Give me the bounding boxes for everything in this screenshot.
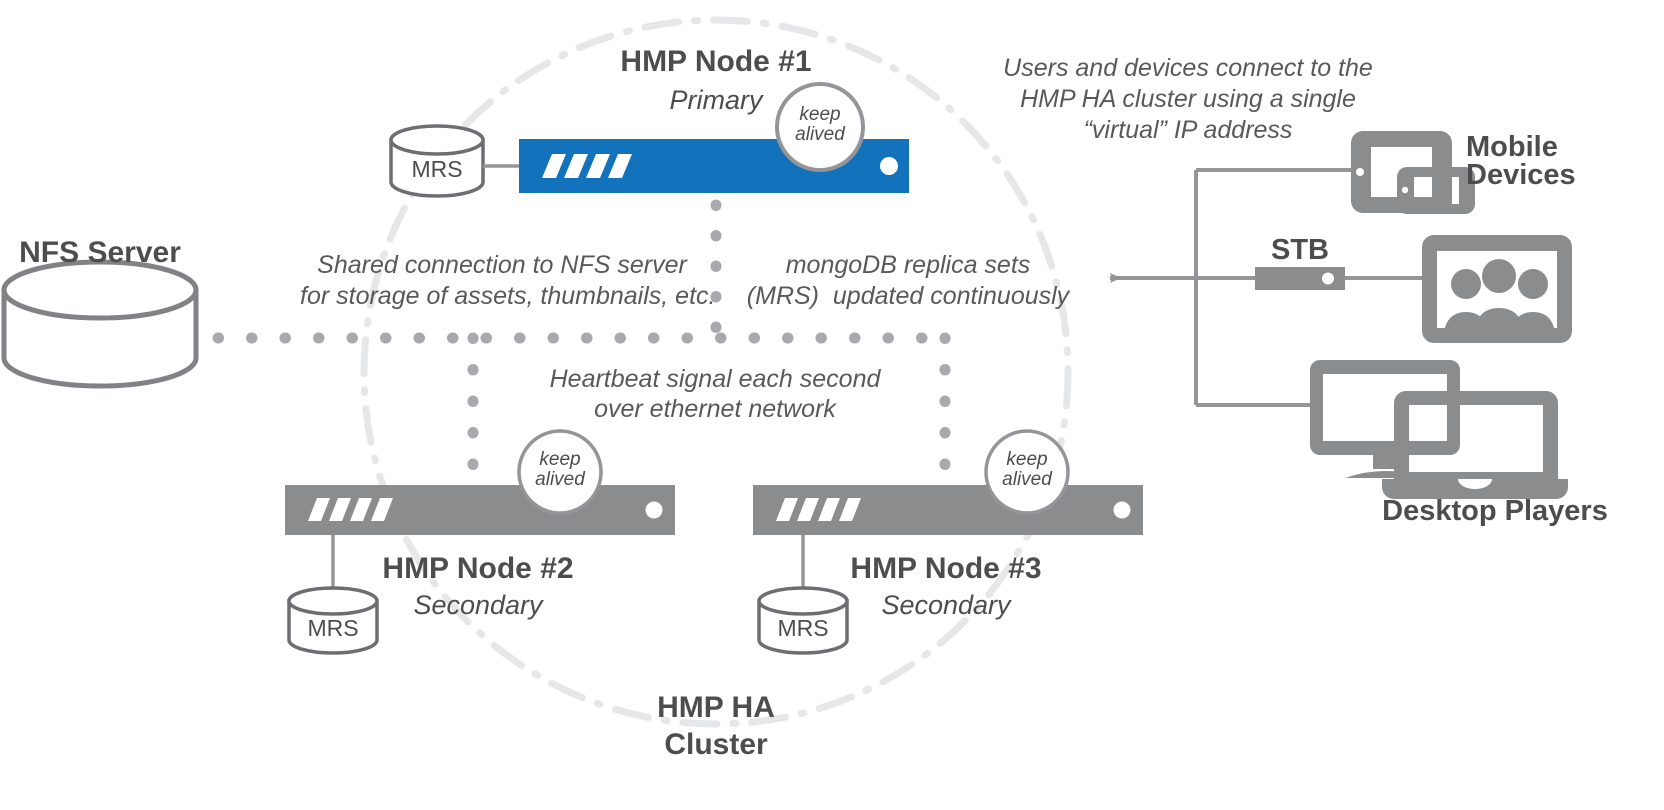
cluster-label-line2: Cluster (664, 728, 768, 761)
node-3-keepalived-label-line1: keep (1006, 449, 1048, 470)
node-3-title: HMP Node #3 (850, 552, 1042, 585)
mobile-devices-label-line1: Mobile (1466, 131, 1558, 163)
node-1-keepalived-label-line1: keep (799, 104, 841, 125)
node-1-keepalived-badge (775, 82, 865, 172)
node-2-chassis[interactable] (285, 485, 675, 535)
node-2-mrs-label: MRS (307, 615, 359, 641)
desktop-players-icon (1310, 360, 1568, 499)
node-3-role: Secondary (881, 590, 1011, 620)
nfs-server-label: NFS Server (19, 236, 181, 269)
virtual-ip-note-line1: Users and devices connect to the (1003, 54, 1373, 82)
mobile-devices-label-line2: Devices (1466, 159, 1576, 191)
node-1-mrs-icon (389, 124, 485, 198)
node-3-keepalived-badge (984, 429, 1070, 515)
tv-viewers-icon (1422, 235, 1572, 343)
mongo-note-line2: (MRS) updated continuously (746, 282, 1070, 310)
node-1-title: HMP Node #1 (620, 45, 812, 78)
virtual-ip-note-line2: HMP HA cluster using a single (1020, 85, 1356, 113)
node-3-status-led (1113, 501, 1131, 519)
node-2-title: HMP Node #2 (382, 552, 574, 585)
cluster-boundary-circle (360, 16, 1072, 728)
node-2-role: Secondary (413, 590, 543, 620)
desktop-players-label: Desktop Players (1382, 495, 1608, 527)
node-1-status-led (880, 157, 898, 175)
node-3-mrs-label: MRS (777, 615, 829, 641)
mongo-note-line1: mongoDB replica sets (785, 251, 1031, 279)
node-2-keepalived-label-line1: keep (539, 449, 581, 470)
node-1-keepalived-label-line2: alived (795, 124, 845, 145)
node-3-vent-slashes (776, 498, 861, 521)
node-3-keepalived-label-line2: alived (1002, 469, 1052, 490)
heartbeat-note-line2: over ethernet network (594, 395, 836, 423)
stb-label: STB (1271, 234, 1329, 266)
node-1-group[interactable] (389, 82, 909, 198)
node-2-mrs-icon (287, 586, 379, 655)
nfs-shared-note-line2: for storage of assets, thumbnails, etc. (300, 282, 716, 310)
node-2-group[interactable] (285, 429, 675, 655)
node-1-mrs-label: MRS (411, 156, 463, 182)
node-2-keepalived-label-line2: alived (535, 469, 585, 490)
heartbeat-note-line1: Heartbeat signal each second (549, 365, 881, 393)
stb-icon (1255, 267, 1345, 290)
node-1-vent-slashes (542, 154, 632, 178)
node-1-role: Primary (669, 85, 763, 115)
cluster-label-line1: HMP HA (657, 691, 775, 724)
nfs-shared-note-line1: Shared connection to NFS server (317, 251, 687, 279)
virtual-ip-note-line3: “virtual” IP address (1083, 116, 1293, 144)
node-3-chassis[interactable] (753, 485, 1143, 535)
node-3-mrs-icon (757, 586, 849, 655)
node-3-group[interactable] (753, 429, 1143, 655)
node-2-vent-slashes (308, 498, 393, 521)
node-2-status-led (645, 501, 663, 519)
nfs-server-icon (1, 259, 199, 389)
mobile-devices-icon (1351, 131, 1475, 214)
node-2-keepalived-badge (517, 429, 603, 515)
